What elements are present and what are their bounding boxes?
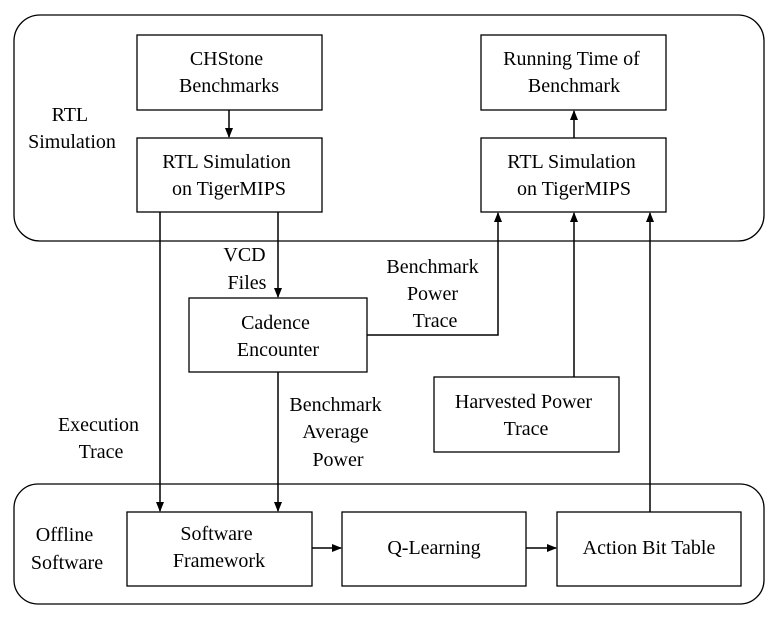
rtl-sim-right-box xyxy=(480,137,667,213)
action-bit-table-box xyxy=(556,511,742,587)
running-time-label: Running Time of Benchmark xyxy=(503,48,645,97)
chstone-label: CHStone Benchmarks xyxy=(179,48,279,97)
q-learning-box xyxy=(341,511,527,587)
arrow-power-trace-to-rtl-sim-right xyxy=(367,212,502,336)
harvested-power-trace-box xyxy=(433,376,620,453)
rtl-sim-right-label: RTL Simulation on TigerMIPS xyxy=(507,151,641,200)
rtl-sim-left-box xyxy=(136,137,323,213)
action-bit-table-label: Action Bit Table xyxy=(583,537,716,559)
software-framework-label: Software Framework xyxy=(173,523,265,572)
vcd-files-label: VCD Files xyxy=(223,244,270,294)
rtl-simulation-group-label: RTL Simulation xyxy=(28,104,116,153)
software-framework-box xyxy=(126,511,313,587)
offline-software-group-label: Offline Software xyxy=(31,524,103,574)
running-time-box xyxy=(480,34,667,111)
harvested-power-trace-label: Harvested Power Trace xyxy=(455,391,597,440)
chstone-box xyxy=(136,34,323,111)
benchmark-power-trace-label: Benchmark Power Trace xyxy=(386,256,483,332)
rtl-sim-left-label: RTL Simulation on TigerMIPS xyxy=(162,151,296,200)
execution-trace-label: Execution Trace xyxy=(58,414,144,463)
benchmark-average-power-label: Benchmark Average Power xyxy=(289,394,386,471)
q-learning-label: Q-Learning xyxy=(387,537,480,559)
cadence-encounter-label: Cadence Encounter xyxy=(237,312,320,361)
